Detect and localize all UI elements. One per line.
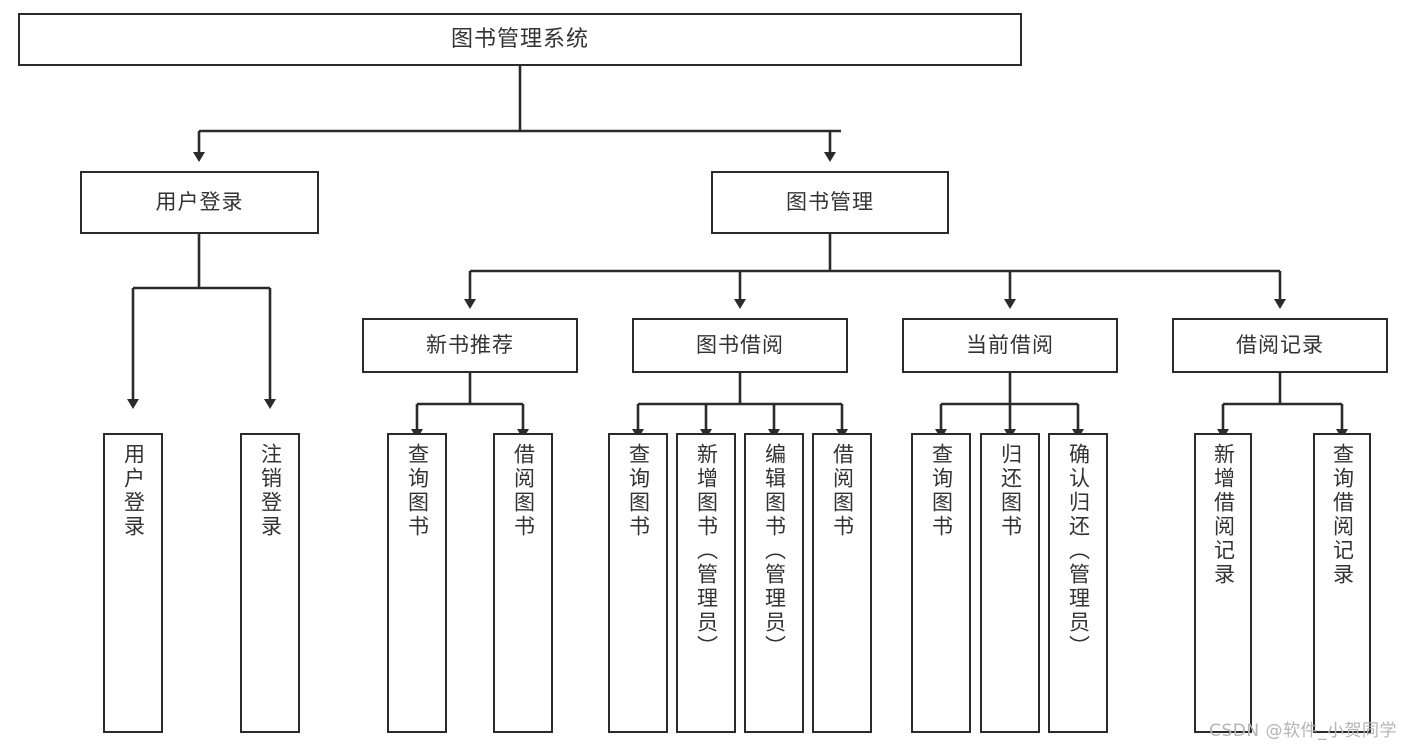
leaf-new-book-query[interactable]: 查询图书 xyxy=(387,433,447,733)
leaf-book-borrow-edit-label: 编辑图书（管理员） xyxy=(762,443,787,659)
node-current-borrow-label: 当前借阅 xyxy=(966,333,1054,358)
leaf-user-login-logout[interactable]: 注销登录 xyxy=(240,433,300,733)
node-new-book-recommend-label: 新书推荐 xyxy=(426,333,514,358)
leaf-book-borrow-query-label: 查询图书 xyxy=(626,443,651,539)
node-borrow-record[interactable]: 借阅记录 xyxy=(1172,318,1388,373)
leaf-borrow-record-query[interactable]: 查询借阅记录 xyxy=(1313,433,1371,733)
leaf-current-borrow-query-label: 查询图书 xyxy=(929,443,954,539)
leaf-book-borrow-edit[interactable]: 编辑图书（管理员） xyxy=(744,433,804,733)
node-user-login[interactable]: 用户登录 xyxy=(80,171,319,234)
leaf-new-book-borrow[interactable]: 借阅图书 xyxy=(493,433,553,733)
watermark-text: CSDN @软件_小贺同学 xyxy=(1209,721,1397,741)
leaf-user-login-login-label: 用户登录 xyxy=(121,443,146,539)
leaf-book-borrow-add-label: 新增图书（管理员） xyxy=(694,443,719,659)
node-book-borrow-label: 图书借阅 xyxy=(696,333,784,358)
node-root-system-label: 图书管理系统 xyxy=(450,26,589,52)
leaf-current-borrow-return-label: 归还图书 xyxy=(998,443,1023,539)
leaf-new-book-borrow-label: 借阅图书 xyxy=(511,443,536,539)
leaf-borrow-record-query-label: 查询借阅记录 xyxy=(1330,443,1355,587)
node-current-borrow[interactable]: 当前借阅 xyxy=(902,318,1118,373)
node-book-management-label: 图书管理 xyxy=(786,190,874,215)
leaf-book-borrow-borrow[interactable]: 借阅图书 xyxy=(812,433,872,733)
leaf-user-login-logout-label: 注销登录 xyxy=(258,443,283,539)
node-borrow-record-label: 借阅记录 xyxy=(1236,333,1324,358)
leaf-current-borrow-query[interactable]: 查询图书 xyxy=(911,433,971,733)
leaf-new-book-query-label: 查询图书 xyxy=(405,443,430,539)
node-root-system[interactable]: 图书管理系统 xyxy=(18,13,1022,66)
leaf-borrow-record-add[interactable]: 新增借阅记录 xyxy=(1194,433,1252,733)
leaf-current-borrow-confirm[interactable]: 确认归还（管理员） xyxy=(1048,433,1108,733)
node-book-borrow[interactable]: 图书借阅 xyxy=(632,318,848,373)
leaf-book-borrow-query[interactable]: 查询图书 xyxy=(608,433,668,733)
leaf-user-login-login[interactable]: 用户登录 xyxy=(103,433,163,733)
leaf-book-borrow-add[interactable]: 新增图书（管理员） xyxy=(676,433,736,733)
node-user-login-label: 用户登录 xyxy=(155,190,244,215)
node-book-management[interactable]: 图书管理 xyxy=(711,171,949,234)
node-new-book-recommend[interactable]: 新书推荐 xyxy=(362,318,578,373)
leaf-current-borrow-return[interactable]: 归还图书 xyxy=(980,433,1040,733)
leaf-book-borrow-borrow-label: 借阅图书 xyxy=(830,443,855,539)
leaf-borrow-record-add-label: 新增借阅记录 xyxy=(1211,443,1236,587)
leaf-current-borrow-confirm-label: 确认归还（管理员） xyxy=(1066,443,1091,659)
